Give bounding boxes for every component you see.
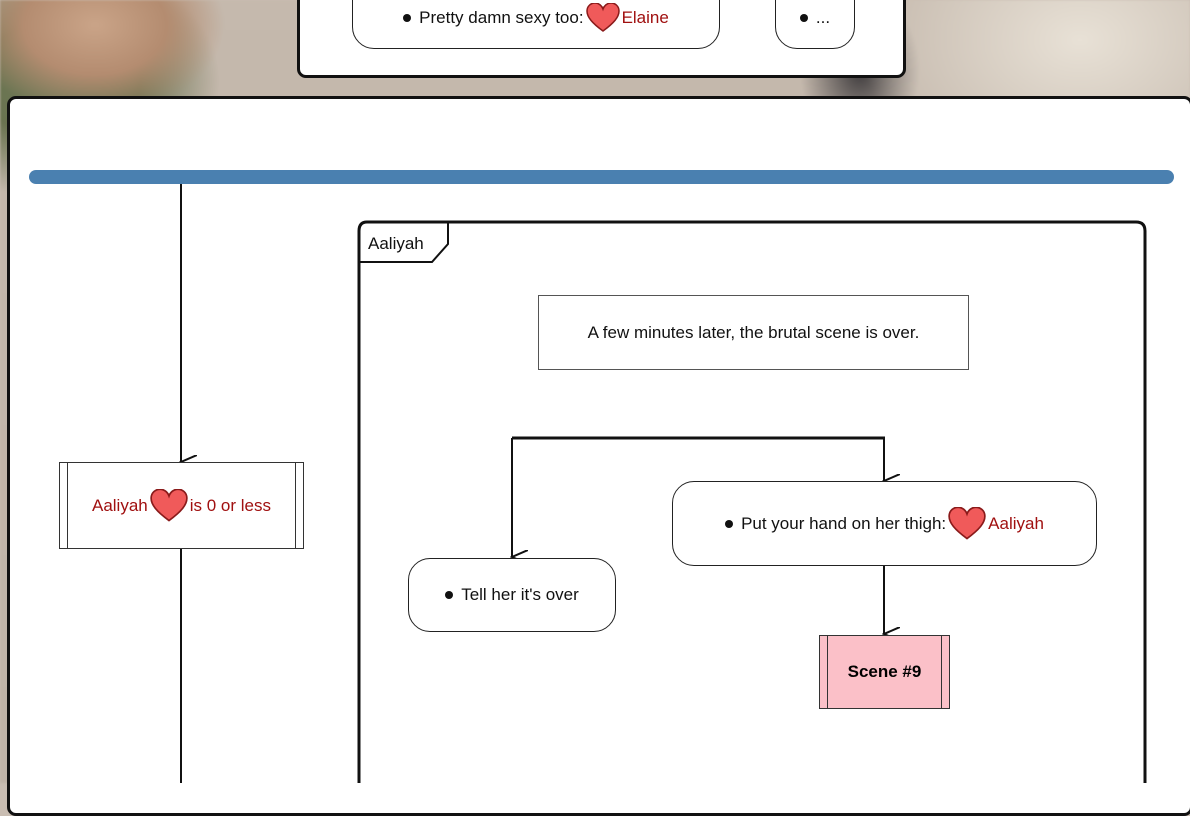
choice-ellipsis-text: ... (815, 8, 831, 27)
option-thigh[interactable]: Put your hand on her thigh: Aaliyah (672, 481, 1097, 566)
condition-node[interactable]: Aaliyah is 0 or less (59, 462, 304, 549)
condition-character: Aaliyah (91, 495, 148, 515)
option-thigh-character: Aaliyah (988, 513, 1044, 533)
narration-node: A few minutes later, the brutal scene is… (538, 295, 969, 370)
group-label-tab (360, 223, 449, 263)
option-tell[interactable]: Tell her it's over (408, 558, 616, 632)
choice-sexy-text: Pretty damn sexy too: (419, 8, 584, 27)
heart-icon (585, 3, 620, 32)
bullet-icon (403, 14, 412, 22)
scene-text: Scene #9 (847, 662, 922, 681)
choice-ellipsis[interactable]: ... (775, 0, 855, 49)
bullet-icon (445, 591, 454, 599)
heart-icon (948, 506, 986, 540)
connectors (29, 170, 1174, 783)
bullet-icon (799, 14, 808, 22)
option-thigh-text: Put your hand on her thigh: (741, 513, 947, 533)
condition-text: is 0 or less (189, 495, 271, 515)
option-tell-text: Tell her it's over (461, 585, 579, 604)
heart-icon (150, 488, 188, 522)
top-panel: Pretty damn sexy too: Elaine ... (297, 0, 906, 78)
choice-sexy-character: Elaine (621, 8, 669, 27)
scene-node[interactable]: Scene #9 (819, 635, 950, 709)
group-label: Aaliyah (368, 234, 424, 253)
fork-bar (29, 170, 1174, 184)
narration-text: A few minutes later, the brutal scene is… (587, 322, 920, 342)
bullet-icon (725, 519, 734, 528)
choice-sexy[interactable]: Pretty damn sexy too: Elaine (352, 0, 720, 49)
